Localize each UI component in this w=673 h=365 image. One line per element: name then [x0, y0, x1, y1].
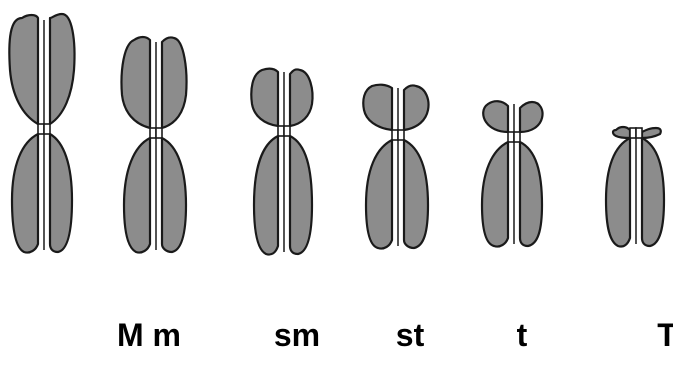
chromosome-subtelocentric: [363, 85, 428, 249]
chromosome-metacentric: [122, 37, 187, 253]
chromosome-submetacentric: [251, 69, 312, 255]
chromosome-metacentric-large: [9, 14, 74, 253]
chromosome-acrocentric: [482, 101, 543, 246]
chromosome-telocentric: [606, 127, 664, 247]
